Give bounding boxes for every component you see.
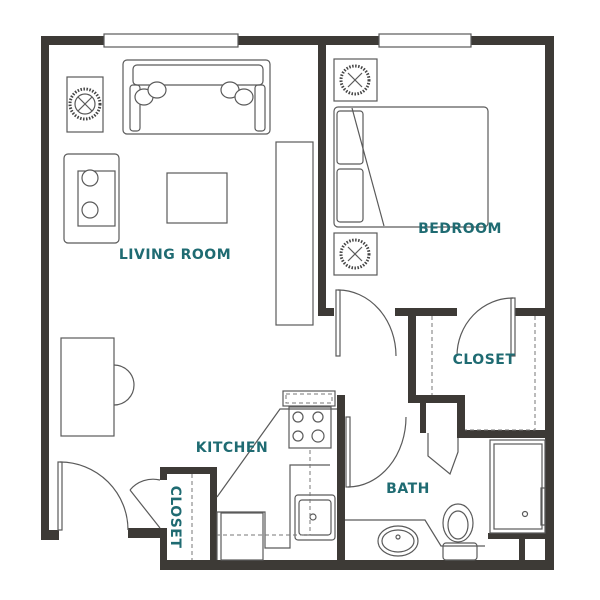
bedroom-closet-label: CLOSET bbox=[453, 352, 516, 368]
vanity-counter bbox=[345, 519, 485, 547]
bathtub-icon bbox=[489, 439, 546, 534]
closet-rod bbox=[431, 316, 536, 431]
bathroom-sink-icon bbox=[377, 525, 419, 557]
kitchen-sink-icon bbox=[294, 494, 336, 541]
kitchen-label: KITCHEN bbox=[196, 440, 268, 456]
fridge-icon bbox=[220, 512, 264, 561]
toilet-icon bbox=[442, 503, 478, 561]
bedroom-door bbox=[335, 289, 397, 357]
living-window bbox=[103, 33, 239, 48]
walls bbox=[41, 36, 554, 570]
sofa-icon bbox=[122, 59, 271, 135]
closet-door bbox=[456, 297, 516, 357]
plant-icon bbox=[333, 232, 378, 276]
plant-icon bbox=[333, 58, 378, 102]
coffee-table bbox=[166, 172, 228, 224]
tv-console bbox=[275, 141, 314, 326]
bedroom-window bbox=[378, 33, 472, 48]
stove-icon bbox=[288, 406, 332, 449]
entry-closet-door bbox=[129, 478, 161, 529]
bath-door bbox=[345, 416, 407, 488]
bedroom-label: BEDROOM bbox=[418, 221, 502, 237]
bed-icon bbox=[333, 106, 489, 228]
entry-closet-label: CLOSET bbox=[167, 486, 183, 549]
desk-icon bbox=[60, 337, 135, 437]
living-room-label: LIVING ROOM bbox=[119, 247, 231, 263]
plant-icon bbox=[66, 76, 104, 133]
linen-closet-door bbox=[427, 433, 459, 476]
counter-line bbox=[217, 450, 311, 536]
bath-label: BATH bbox=[386, 481, 430, 497]
kitchen-counter bbox=[216, 390, 337, 560]
loveseat-icon bbox=[63, 153, 120, 244]
entry-door bbox=[57, 461, 129, 531]
